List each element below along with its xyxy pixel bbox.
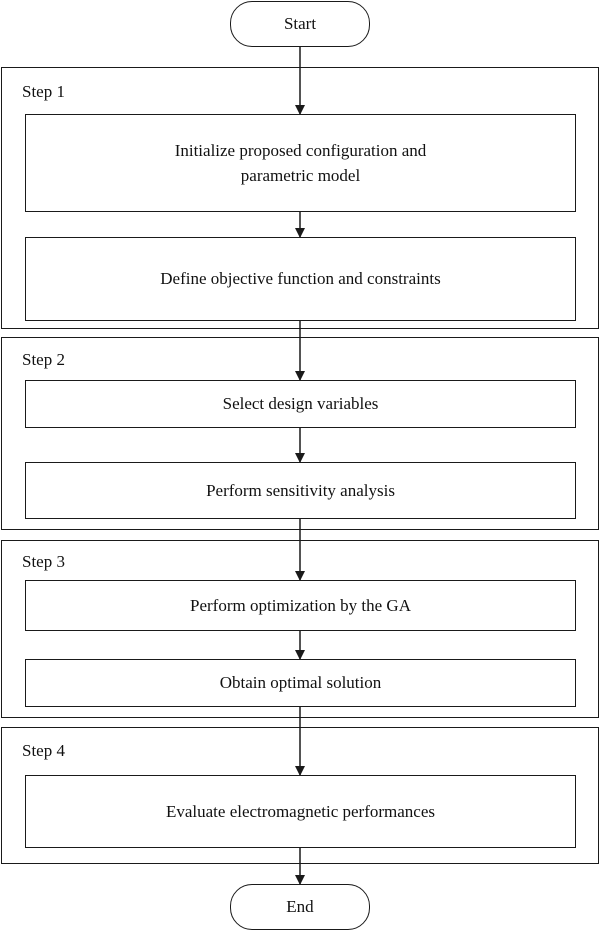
select-variables-text: Select design variables (222, 394, 379, 414)
define-objective-text: Define objective function and constraint… (160, 269, 441, 289)
start-terminal: Start (230, 1, 370, 47)
ga-optimization-text: Perform optimization by the GA (190, 595, 411, 615)
select-variables-box: Select design variables (25, 380, 576, 428)
optimal-solution-text: Obtain optimal solution (219, 673, 382, 693)
step4-label: Step 4 (22, 741, 65, 760)
evaluate-performance-box: Evaluate electromagnetic performances (25, 775, 576, 848)
initialize-config-text: Initialize proposed configuration and pa… (174, 140, 427, 186)
step2-label: Step 2 (22, 350, 65, 369)
sensitivity-analysis-text: Perform sensitivity analysis (206, 480, 395, 500)
step1-label: Step 1 (22, 82, 65, 101)
end-terminal: End (230, 884, 370, 930)
step3-label: Step 3 (22, 552, 65, 571)
define-objective-box: Define objective function and constraint… (25, 237, 576, 321)
ga-optimization-box: Perform optimization by the GA (25, 580, 576, 631)
optimal-solution-box: Obtain optimal solution (25, 659, 576, 707)
start-label: Start (283, 14, 317, 33)
end-label: End (286, 897, 314, 916)
initialize-config-box: Initialize proposed configuration and pa… (25, 114, 576, 212)
evaluate-performance-text: Evaluate electromagnetic performances (165, 801, 436, 821)
sensitivity-analysis-box: Perform sensitivity analysis (25, 462, 576, 519)
